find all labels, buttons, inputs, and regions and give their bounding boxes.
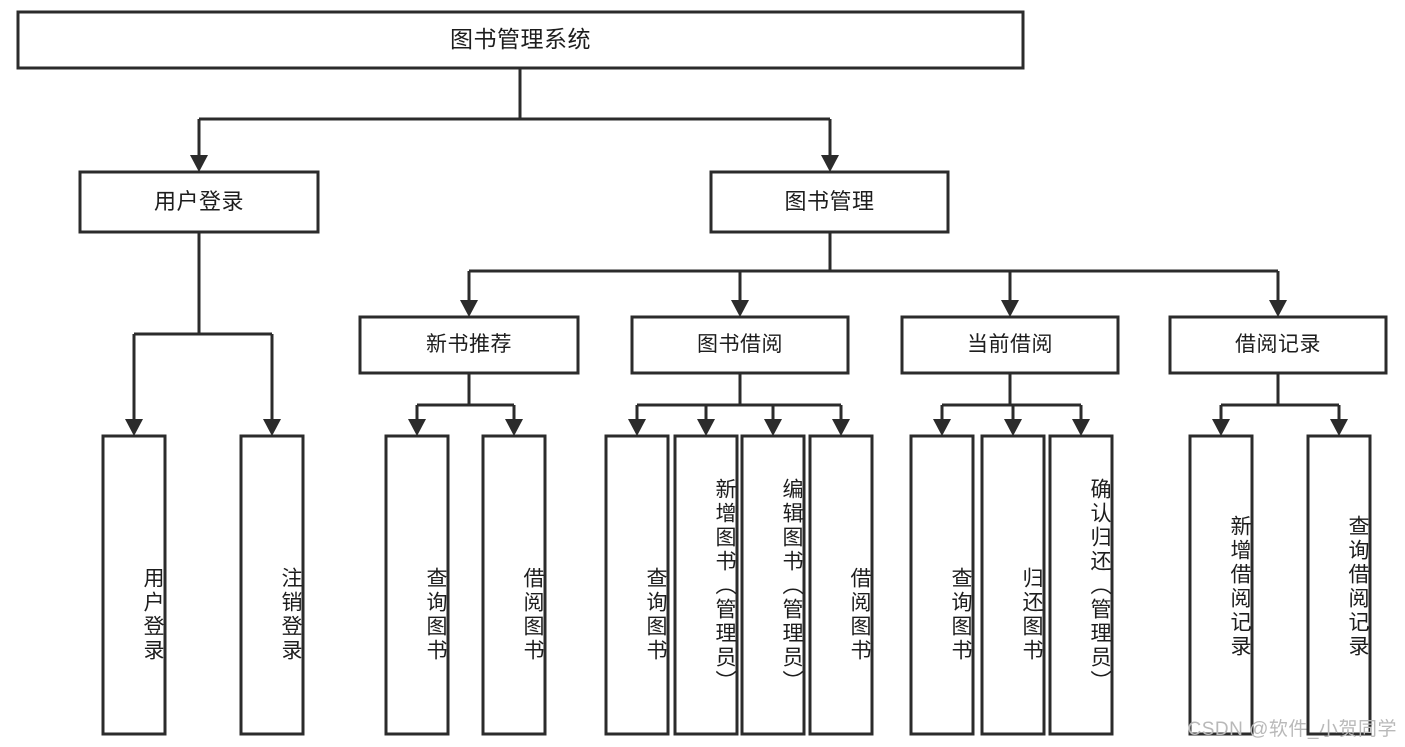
connector-recommend-to-leaves [408, 373, 523, 436]
arrow-head-new-book-recommend [460, 300, 478, 317]
arrow-head-leaf-current-confirm [1072, 419, 1090, 436]
connector-borrow-record-to-leaves [1212, 373, 1348, 436]
arrow-head-leaf-record-query [1330, 419, 1348, 436]
leaf-box-borrow-lend[interactable] [808, 434, 874, 736]
connector-book-management-to-level3 [460, 232, 1287, 317]
arrow-head-leaf-borrow-add [697, 419, 715, 436]
leaf-box-record-query[interactable] [1306, 434, 1372, 736]
node-box-root[interactable] [16, 10, 1025, 70]
arrow-head-current-borrow [1001, 300, 1019, 317]
connector-book-borrow-to-leaves [628, 373, 850, 436]
arrow-head-user-login [190, 155, 208, 172]
arrow-head-book-borrow [731, 300, 749, 317]
leaf-box-user-login-logout[interactable] [239, 434, 305, 736]
arrow-head-borrow-record [1269, 300, 1287, 317]
arrow-head-leaf-record-add [1212, 419, 1230, 436]
arrow-head-leaf-borrow-edit [764, 419, 782, 436]
leaf-box-record-add[interactable] [1188, 434, 1254, 736]
leaf-box-current-confirm[interactable] [1048, 434, 1114, 736]
leaf-box-borrow-edit[interactable] [740, 434, 806, 736]
arrow-head-leaf-current-query [933, 419, 951, 436]
arrow-head-leaf-recommend-borrow [505, 419, 523, 436]
leaf-box-recommend-query[interactable] [384, 434, 450, 736]
node-box-borrow-record[interactable] [1168, 315, 1388, 375]
node-box-new-book-recommend[interactable] [358, 315, 580, 375]
connector-root-to-level2 [190, 68, 839, 172]
arrow-head-book-management [821, 155, 839, 172]
arrow-head-leaf-user-logout [263, 419, 281, 436]
arrow-head-leaf-user-login [125, 419, 143, 436]
node-box-book-borrow[interactable] [630, 315, 850, 375]
leaf-box-borrow-query[interactable] [604, 434, 670, 736]
leaf-box-borrow-add[interactable] [673, 434, 739, 736]
node-box-book-management[interactable] [709, 170, 950, 234]
leaf-box-user-login-login[interactable] [101, 434, 167, 736]
connector-user-login-to-leaves [125, 232, 281, 436]
leaf-box-current-query[interactable] [909, 434, 975, 736]
leaf-box-recommend-borrow[interactable] [481, 434, 547, 736]
node-box-current-borrow[interactable] [900, 315, 1120, 375]
arrow-head-leaf-borrow-query [628, 419, 646, 436]
arrow-head-leaf-current-return [1004, 419, 1022, 436]
connector-current-borrow-to-leaves [933, 373, 1090, 436]
leaf-box-current-return[interactable] [980, 434, 1046, 736]
node-box-user-login[interactable] [78, 170, 320, 234]
arrow-head-leaf-recommend-query [408, 419, 426, 436]
watermark-text: CSDN @软件_小贺同学 [1187, 719, 1397, 740]
arrow-head-leaf-borrow-lend [832, 419, 850, 436]
